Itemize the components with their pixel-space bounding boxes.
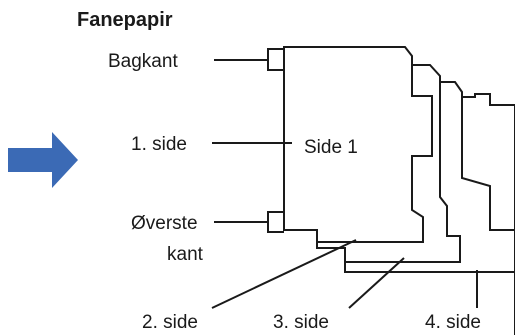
top-edge-label-line2: kant [167, 244, 204, 265]
top-edge-bracket [267, 211, 284, 233]
sheet-1-label: Side 1 [304, 137, 358, 158]
top-edge-label-line1: Øverste [131, 213, 198, 234]
first-side-label: 1. side [131, 134, 187, 155]
back-edge-label: Bagkant [108, 51, 178, 72]
second-side-label: 2. side [142, 312, 198, 333]
right-arrow-icon [8, 132, 78, 188]
third-side-label: 3. side [273, 312, 329, 333]
second-side-leader [211, 239, 357, 309]
diagram-title: Fanepapir [77, 9, 173, 31]
back-edge-bracket [267, 48, 284, 71]
third-side-leader [348, 257, 405, 309]
fourth-side-label: 4. side [425, 312, 481, 333]
tab-sheet-1 [283, 46, 433, 243]
